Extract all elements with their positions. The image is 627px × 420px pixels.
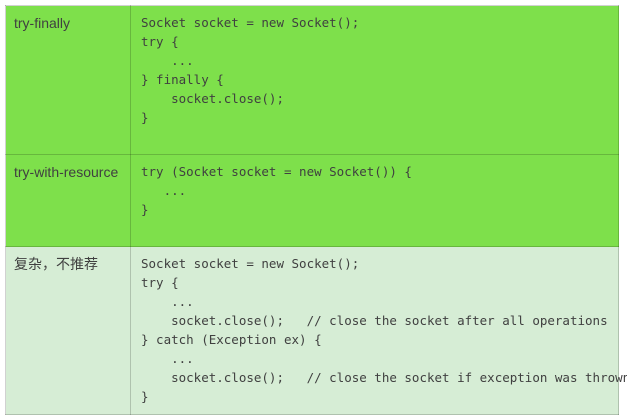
code-block: Socket socket = new Socket(); try { ... …	[141, 15, 360, 125]
label-cell: 复杂，不推荐	[5, 246, 131, 415]
code-cell: Socket socket = new Socket(); try { ... …	[130, 246, 627, 415]
row-label: try-finally	[14, 15, 71, 31]
label-cell: try-with-resource	[5, 154, 131, 247]
code-block: try (Socket socket = new Socket()) { ...…	[141, 164, 412, 217]
row-label: 复杂，不推荐	[14, 256, 98, 272]
code-cell: Socket socket = new Socket(); try { ... …	[130, 5, 619, 155]
resource-cleanup-comparison-table: try-finally Socket socket = new Socket()…	[5, 5, 627, 415]
code-block: Socket socket = new Socket(); try { ... …	[141, 256, 627, 404]
code-cell: try (Socket socket = new Socket()) { ...…	[130, 154, 619, 247]
table-row-complex-not-recommended: 复杂，不推荐 Socket socket = new Socket(); try…	[5, 246, 627, 415]
table-row-try-finally: try-finally Socket socket = new Socket()…	[5, 5, 619, 155]
label-cell: try-finally	[5, 5, 131, 155]
table-row-try-with-resource: try-with-resource try (Socket socket = n…	[5, 154, 619, 247]
row-label: try-with-resource	[14, 164, 119, 180]
